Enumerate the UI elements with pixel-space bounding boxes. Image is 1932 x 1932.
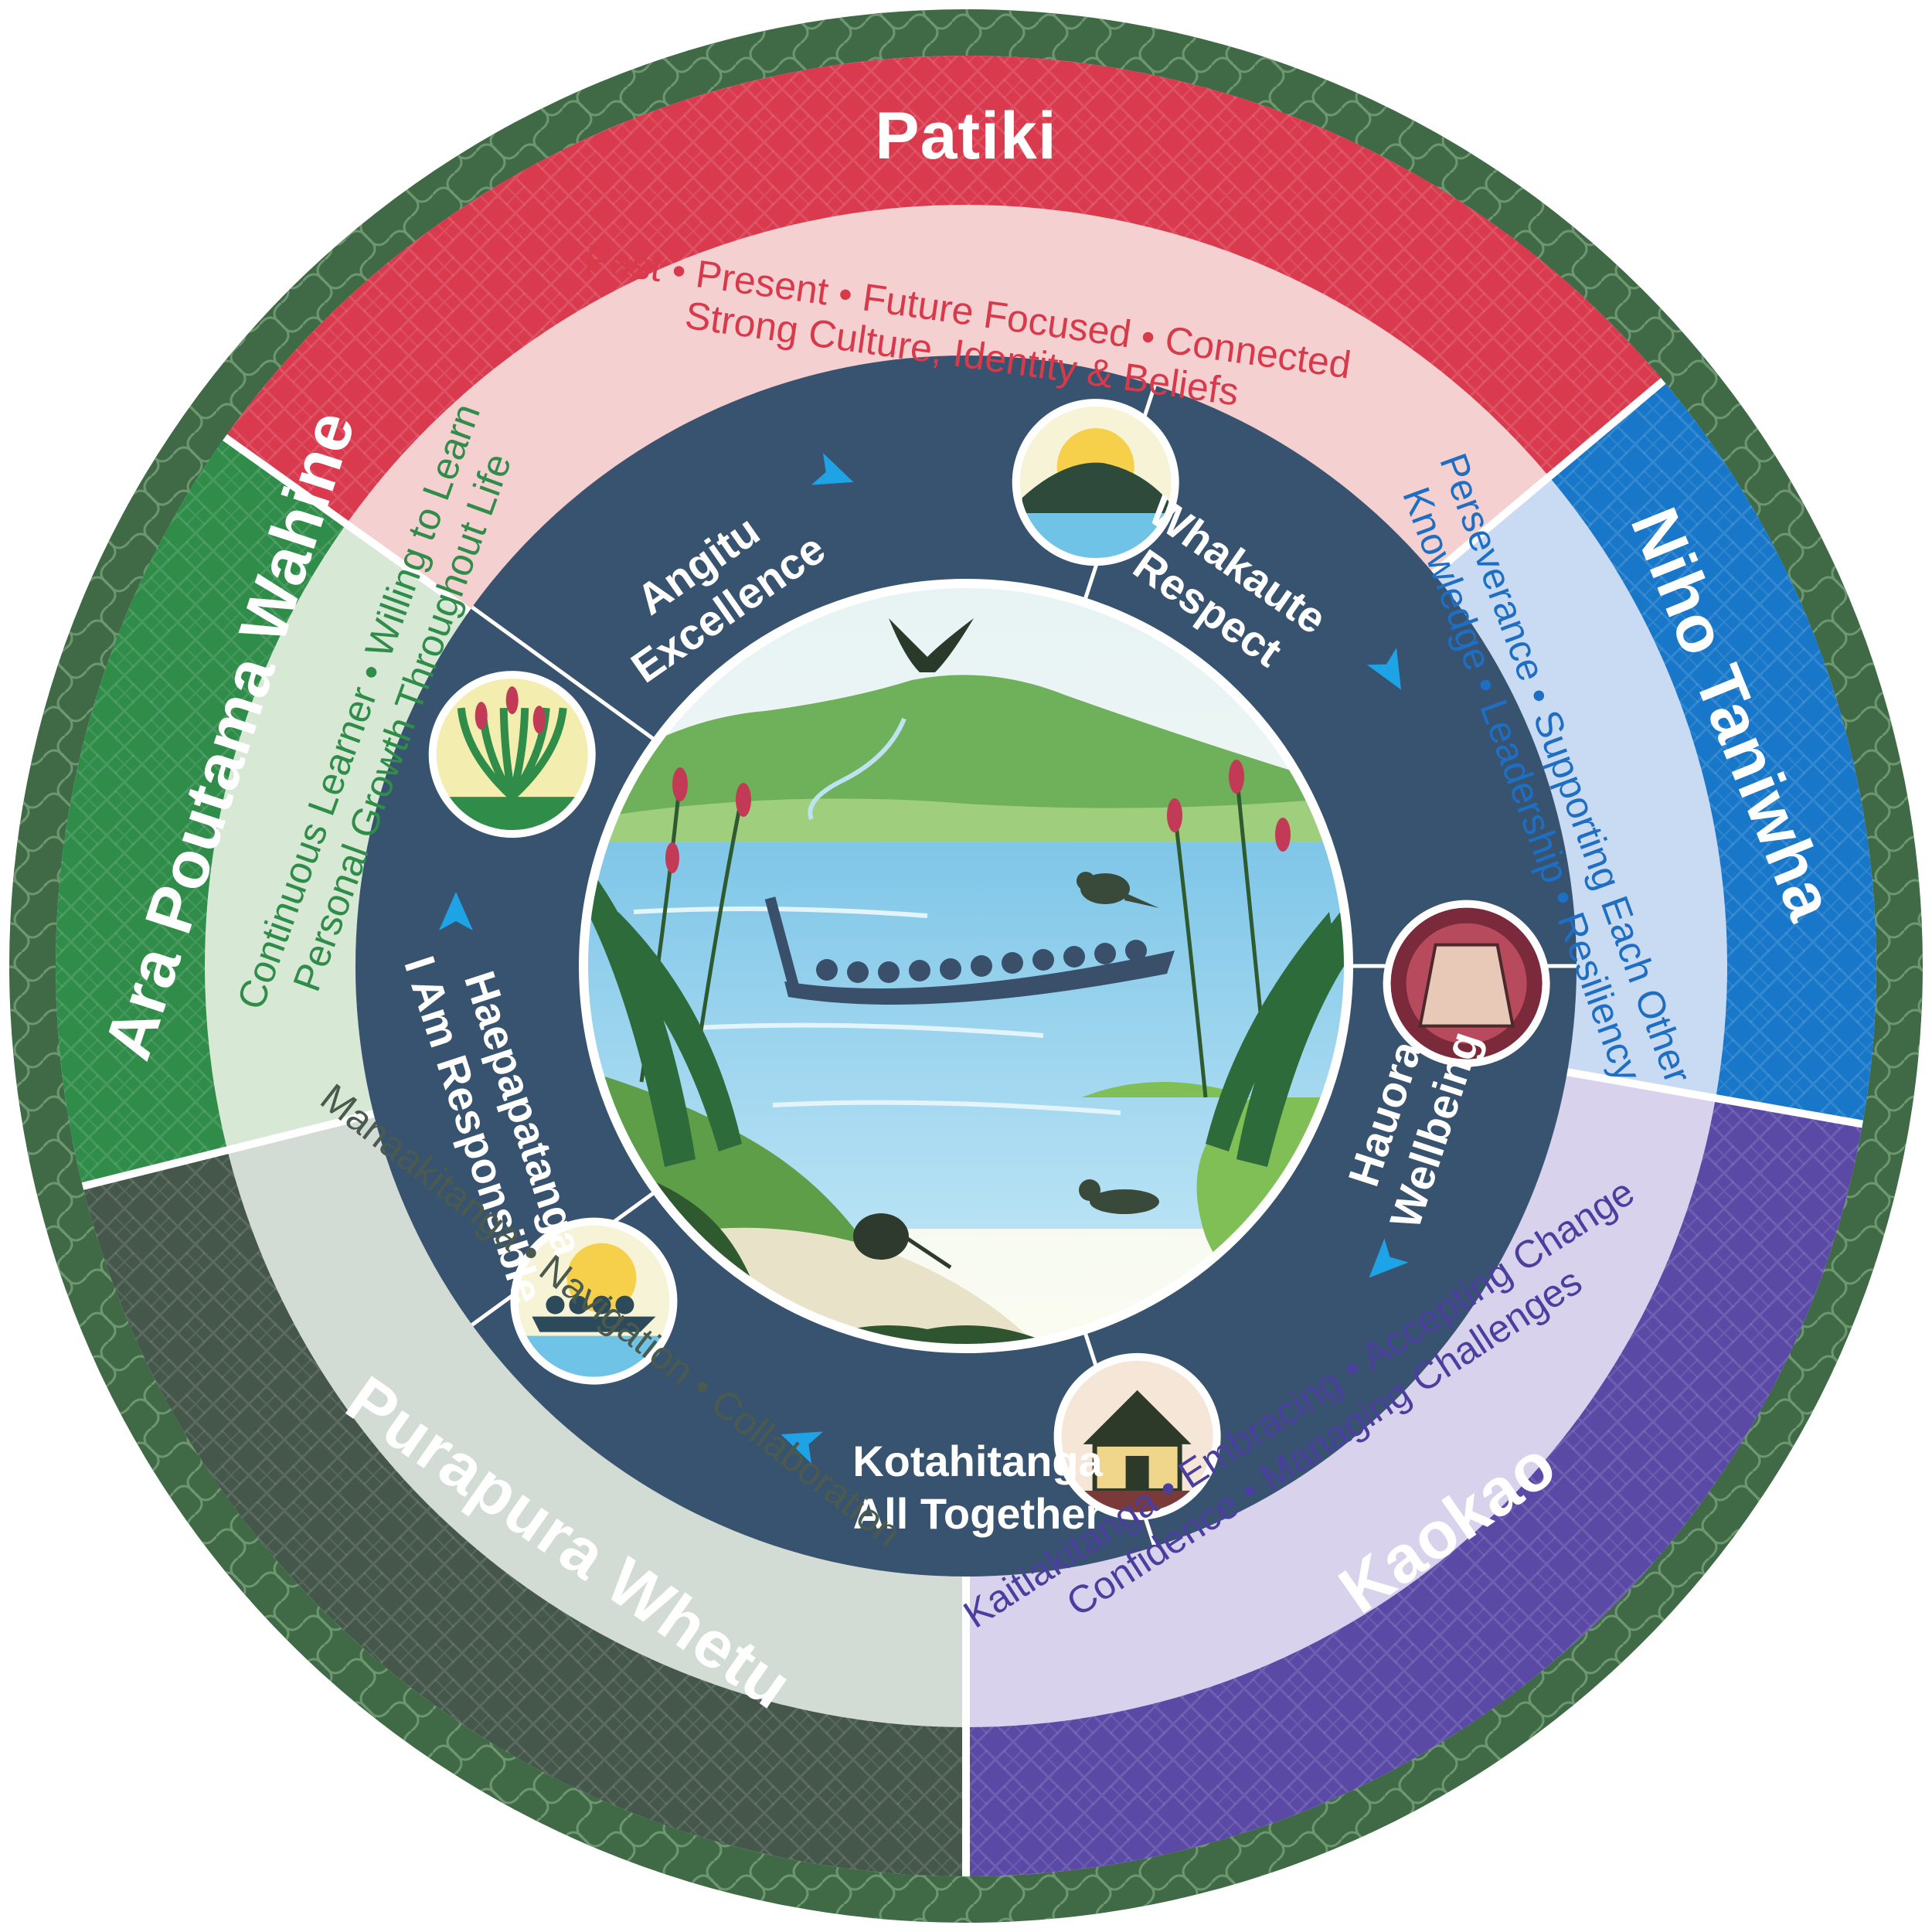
sector-divider	[1566, 1068, 1863, 1128]
duck-icon	[1079, 1179, 1159, 1214]
svg-text:Patiki: Patiki	[875, 99, 1056, 173]
cloak-icon	[1383, 900, 1550, 1067]
svg-text:Kotahitanga: Kotahitanga	[852, 1437, 1103, 1485]
band-ara	[205, 524, 469, 1151]
svg-text:All Together: All Together	[853, 1489, 1103, 1538]
direction-arrow-icon	[1366, 648, 1401, 690]
sector-title-patiki: Patiki	[875, 99, 1056, 173]
direction-arrow-icon	[811, 453, 854, 485]
hawk-icon	[889, 618, 974, 672]
kiwi-bird-icon	[853, 1213, 952, 1270]
value-divider	[471, 605, 655, 741]
wharenui-house-icon	[1053, 1352, 1221, 1520]
direction-arrow-icon	[1369, 1238, 1409, 1278]
band-niho	[1434, 476, 1728, 1099]
sunrise-mountain-icon	[1012, 399, 1179, 566]
band-purapura	[227, 1114, 967, 1727]
band-patiki	[346, 204, 1549, 612]
direction-arrow-icon	[781, 1431, 824, 1464]
waka-paddlers-icon	[510, 1217, 678, 1385]
band-kaokao	[966, 1072, 1716, 1727]
sector-divider	[223, 434, 471, 615]
waka-canoe-icon	[764, 896, 1175, 1005]
sector-divider	[1430, 377, 1666, 577]
sector-divider	[81, 1110, 375, 1190]
tui-bird-icon	[1077, 872, 1159, 908]
direction-arrow-icon	[439, 892, 473, 930]
flax-plant-icon	[428, 671, 596, 838]
